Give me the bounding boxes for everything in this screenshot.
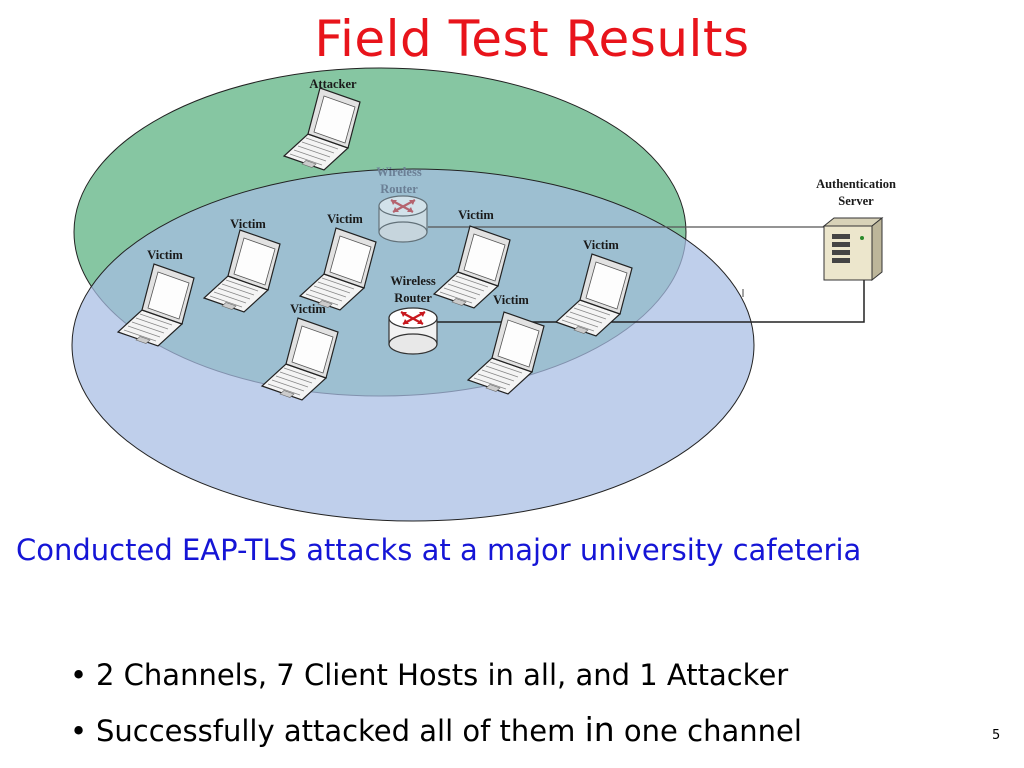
router-icon <box>377 194 429 244</box>
router-label-line2: Router <box>394 291 432 305</box>
bullet-emphasis: in <box>584 710 615 749</box>
slide-title: Field Test Results <box>314 10 750 68</box>
victim-label: Victim <box>583 238 619 252</box>
router-icon <box>387 306 439 356</box>
bullet-text: 2 Channels, 7 Client Hosts in all, and 1… <box>96 658 789 692</box>
diagram-caption: Conducted EAP-TLS attacks at a major uni… <box>16 533 862 567</box>
bullet-text: Successfully attacked all of them <box>96 714 585 748</box>
network-diagram: Authentication Server Wireless Router Wi… <box>71 67 896 522</box>
router-label-line2: Router <box>380 182 418 196</box>
server-label-line1: Authentication <box>816 177 896 191</box>
bullet-item: •2 Channels, 7 Client Hosts in all, and … <box>70 654 802 710</box>
victim-label: Victim <box>458 208 494 222</box>
victim-label: Victim <box>147 248 183 262</box>
bullet-list: •2 Channels, 7 Client Hosts in all, and … <box>70 654 802 766</box>
bullet-text-end: one channel <box>614 714 802 748</box>
bullet-item: •Successfully attacked all of them in on… <box>70 710 802 766</box>
router-label-line1: Wireless <box>376 165 422 179</box>
bullet-dot: • <box>70 658 88 692</box>
server-icon <box>822 216 884 282</box>
server-label-line2: Server <box>838 194 874 208</box>
bullet-dot: • <box>70 714 88 748</box>
victim-label: Victim <box>493 293 529 307</box>
victim-label: Victim <box>327 212 363 226</box>
victim-label: Victim <box>230 217 266 231</box>
victim-label: Victim <box>290 302 326 316</box>
router-label-line1: Wireless <box>390 274 436 288</box>
attacker-label: Attacker <box>309 77 357 91</box>
slide-number: 5 <box>992 728 1001 743</box>
